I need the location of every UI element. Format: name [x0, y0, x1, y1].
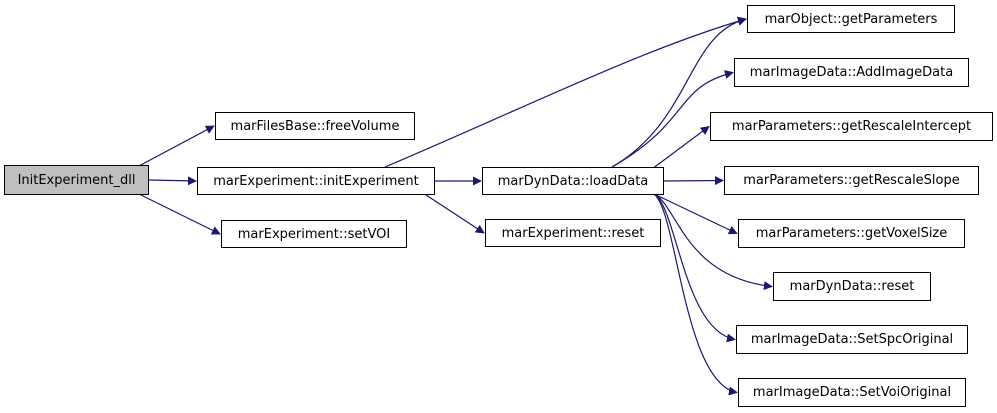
node-mar-files-base-free-volume[interactable]: marFilesBase::freeVolume	[215, 112, 415, 140]
edge-root-to-free_volume	[136, 125, 215, 168]
edge-root-to-set_voi	[136, 192, 221, 235]
node-mar-experiment-set-voi[interactable]: marExperiment::setVOI	[221, 220, 407, 248]
edge-load_data-to-get_rescale_slope	[663, 176, 724, 186]
edge-load_data-to-get_parameters	[611, 16, 747, 168]
edge-init_experiment-to-exp_reset	[422, 192, 485, 234]
node-mar-dyn-data-load-data[interactable]: marDynData::loadData	[482, 167, 664, 195]
edge-load_data-to-add_image_data	[611, 70, 734, 168]
node-mar-parameters-get-voxel-size[interactable]: marParameters::getVoxelSize	[738, 219, 965, 248]
edge-load_data-to-get_voxel_size	[651, 192, 738, 235]
edge-load_data-to-dyn_reset	[651, 192, 773, 291]
node-mar-parameters-get-rescale-slope[interactable]: marParameters::getRescaleSlope	[724, 166, 979, 195]
node-mar-image-data-set-spc-original[interactable]: marImageData::SetSpcOriginal	[736, 325, 968, 354]
edge-load_data-to-set_voi_original	[651, 192, 738, 396]
node-mar-dyn-data-reset[interactable]: marDynData::reset	[773, 272, 931, 301]
edge-load_data-to-get_rescale_intercept	[651, 125, 710, 170]
node-mar-experiment-reset[interactable]: marExperiment::reset	[485, 219, 661, 247]
node-init-experiment-dll: InitExperiment_dll	[4, 165, 149, 195]
edge-root-to-init_experiment	[148, 176, 197, 186]
node-mar-experiment-init-experiment[interactable]: marExperiment::initExperiment	[197, 167, 435, 195]
node-mar-image-data-set-voi-original[interactable]: marImageData::SetVoiOriginal	[738, 378, 966, 407]
node-mar-image-data-add-image-data[interactable]: marImageData::AddImageData	[734, 58, 969, 87]
node-mar-parameters-get-rescale-intercept[interactable]: marParameters::getRescaleIntercept	[710, 112, 993, 141]
edge-load_data-to-set_spc_original	[651, 192, 736, 343]
edge-init_experiment-to-get_parameters	[384, 16, 747, 168]
node-mar-object-get-parameters[interactable]: marObject::getParameters	[747, 5, 955, 33]
